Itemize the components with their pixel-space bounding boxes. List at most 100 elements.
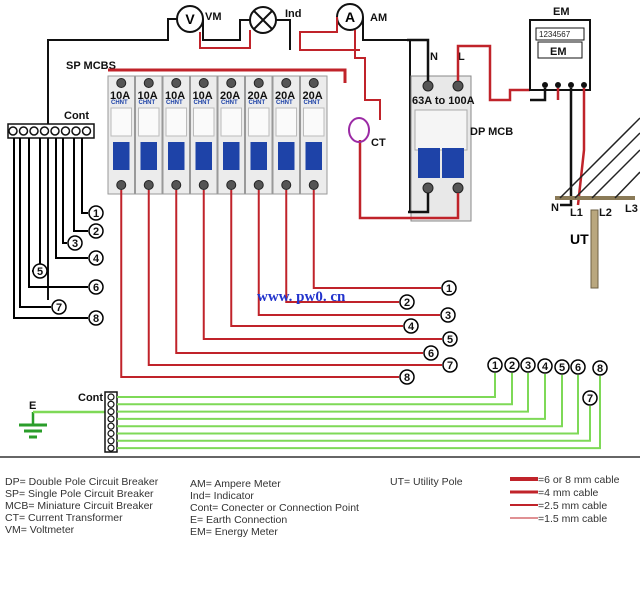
utility-pole-label: UT <box>570 231 589 247</box>
breaker-nameplate <box>303 107 325 137</box>
energy-meter-face-label: EM <box>550 46 567 58</box>
neutral-terminal <box>81 126 92 136</box>
dp-mcb-label: DP MCB <box>470 126 513 138</box>
earth-circuit-number: 5 <box>559 362 565 374</box>
legend-mid-item: E= Earth Connection <box>190 514 287 526</box>
dp-mcb-n-label: N <box>430 51 438 63</box>
phase-circuit-number: 5 <box>447 334 453 346</box>
ammeter-symbol: A <box>345 9 355 25</box>
breaker-brand: CHNT <box>166 100 183 106</box>
breaker-nameplate <box>193 107 215 137</box>
neutral-circuit-number: 5 <box>37 266 43 278</box>
neutral-circuit-number: 3 <box>72 238 78 250</box>
phase-circuit-marker <box>442 357 458 373</box>
breaker-terminal-top <box>198 78 209 88</box>
neutral-connector <box>7 123 95 139</box>
earth-wire <box>117 375 579 435</box>
breaker-brand: CHNT <box>111 100 128 106</box>
breaker-terminal-top <box>308 78 319 88</box>
breaker-toggle <box>305 142 322 170</box>
earth-circuit-marker <box>582 390 598 406</box>
phase-wire <box>147 190 442 366</box>
neutral-terminal <box>29 126 39 136</box>
neutral-wire <box>62 138 67 244</box>
neutral-wire <box>13 138 88 319</box>
breaker-nameplate <box>165 107 187 137</box>
phase-circuit-number: 3 <box>445 310 451 322</box>
earth-circuit-marker <box>570 359 586 375</box>
voltmeter-label: VM <box>205 11 222 23</box>
cable-legend-item: =2.5 mm cable <box>538 500 607 512</box>
earth-circuit-number: 1 <box>492 360 498 372</box>
cable-legend-item: =4 mm cable <box>538 487 599 499</box>
phase-circuit-marker <box>399 369 415 385</box>
neutral-wire <box>55 138 88 259</box>
main-wires <box>358 38 530 220</box>
neutral-circuit-number: 8 <box>93 313 99 325</box>
breaker-nameplate <box>110 107 132 137</box>
phase-wire <box>285 190 399 303</box>
breaker-terminal-bottom <box>226 180 237 190</box>
breaker-rating: 20A <box>248 90 268 102</box>
breaker-brand: CHNT <box>139 100 156 106</box>
breaker-terminal-bottom <box>308 180 319 190</box>
watermark: www. pw0. cn <box>257 289 346 305</box>
breaker-toggle <box>113 142 130 170</box>
breaker-toggle <box>195 142 212 170</box>
breaker-nameplate <box>220 107 242 137</box>
ct-label: CT <box>371 137 386 149</box>
earth-terminal <box>107 437 115 445</box>
phase-circuit-number: 2 <box>404 297 410 309</box>
neutral-circuit-marker <box>51 299 67 315</box>
breaker-terminal-top <box>281 78 292 88</box>
phase-busbar <box>108 68 347 83</box>
breaker-toggle <box>250 142 267 170</box>
energy-meter: 1234567 EM <box>529 19 591 91</box>
earth-circuit-marker <box>537 358 553 374</box>
phase-circuit-marker <box>441 280 457 296</box>
meter-to-pole-wires <box>530 88 586 207</box>
neutral-wire <box>81 138 88 214</box>
breaker-rating: 10A <box>165 90 185 102</box>
phase-circuit-number: 8 <box>404 372 410 384</box>
pole-n-label: N <box>551 202 559 214</box>
breaker-terminal-top <box>143 78 154 88</box>
breaker-nameplate <box>248 107 270 137</box>
current-transformer: CT <box>348 117 386 149</box>
phase-circuit-number: 1 <box>446 283 452 295</box>
breaker-terminal-bottom <box>281 180 292 190</box>
neutral-circuit-marker <box>32 263 48 279</box>
earth-terminal <box>107 429 115 438</box>
pole-l2-label: L2 <box>599 207 612 219</box>
energy-meter-display: 1234567 <box>539 30 571 39</box>
earth-wire <box>117 375 563 428</box>
phase-wire <box>230 190 403 327</box>
phase-wire <box>257 190 440 316</box>
legend-left-item: CT= Current Transformer <box>5 512 123 524</box>
earth-terminal <box>107 393 115 401</box>
phase-circuit-marker <box>423 345 439 361</box>
earth-wire <box>117 374 546 420</box>
neutral-connector-label: Cont <box>64 110 89 122</box>
breaker-terminal-bottom <box>143 180 154 190</box>
neutral-wire <box>19 138 51 308</box>
phase-circuit-marker <box>399 294 415 310</box>
legend-mid-item: AM= Ampere Meter <box>190 478 281 490</box>
breaker-rating: 20A <box>220 90 240 102</box>
phase-circuit-marker <box>440 307 456 323</box>
neutral-wire <box>32 138 41 272</box>
phase-circuit-number: 4 <box>408 321 415 333</box>
earth-wire <box>117 373 529 413</box>
earth-circuit-number: 3 <box>525 360 531 372</box>
earth-terminal <box>107 400 115 408</box>
breaker-terminal-top <box>171 78 182 88</box>
breaker-rating: 10A <box>110 90 130 102</box>
earth-wire <box>117 373 513 406</box>
neutral-circuit-marker <box>88 205 104 221</box>
